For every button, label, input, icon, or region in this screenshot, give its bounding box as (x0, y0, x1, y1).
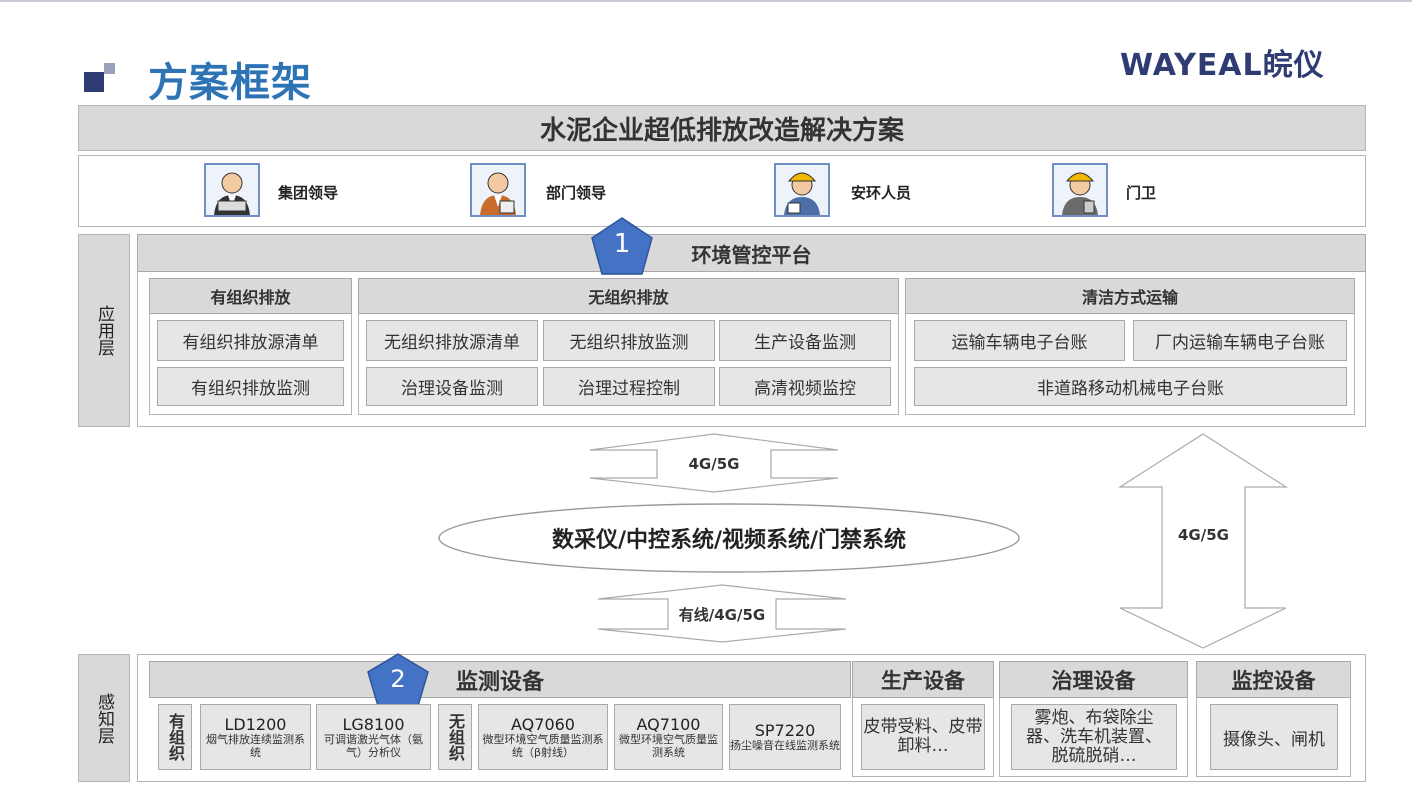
transport-item: 厂内运输车辆电子台账 (1133, 320, 1347, 361)
unorganized-header: 无组织排放 (358, 278, 899, 314)
organized-vertical-label: 有组织 (158, 704, 192, 770)
device-model: AQ7060 (511, 714, 575, 734)
step-badge-2-number: 2 (390, 665, 406, 693)
role-label-guard: 门卫 (1126, 184, 1157, 202)
device-sp7220: SP7220 扬尘噪音在线监测系统 (729, 704, 841, 770)
monitoring-header: 监测设备 (149, 661, 851, 698)
treatment-content: 雾炮、布袋除尘器、洗车机装置、脱硫脱硝… (1011, 704, 1177, 770)
device-model: SP7220 (754, 721, 816, 740)
unorganized-item: 治理过程控制 (543, 367, 715, 406)
device-model: LD1200 (224, 714, 287, 734)
side-arrow-label: 4G/5G (1178, 526, 1229, 544)
unorganized-item: 无组织排放监测 (543, 320, 715, 361)
production-header: 生产设备 (852, 661, 994, 698)
up-down-arrow-top (589, 433, 839, 493)
app-layer-label: 应用层 (78, 234, 130, 427)
top-arrow-label: 4G/5G (688, 455, 740, 473)
safety-worker-icon (774, 163, 830, 217)
unorganized-item: 治理设备监测 (366, 367, 538, 406)
monitoring-header-label: 监测设备 (455, 669, 544, 695)
transport-header: 清洁方式运输 (905, 278, 1355, 314)
ellipse-label: 数采仪/中控系统/视频系统/门禁系统 (551, 528, 907, 553)
transport-item: 运输车辆电子台账 (914, 320, 1125, 361)
organized-header: 有组织排放 (149, 278, 352, 314)
platform-header: 环境管控平台 (137, 234, 1366, 272)
sense-layer-label: 感知层 (78, 654, 130, 782)
page-title: 方案框架 (148, 60, 312, 106)
title-square-small-icon (104, 63, 115, 74)
unorganized-item: 生产设备监测 (719, 320, 891, 361)
company-logo: WAYEAL皖仪 (1120, 48, 1325, 83)
role-label-dept-leader: 部门领导 (546, 184, 607, 202)
role-label-group-leader: 集团领导 (278, 184, 339, 202)
roles-row (78, 155, 1366, 227)
vertical-double-arrow (1117, 433, 1289, 649)
top-border (0, 0, 1412, 2)
step-badge-1-number: 1 (613, 229, 631, 259)
role-label-safety-staff: 安环人员 (851, 184, 912, 202)
device-aq7100: AQ7100 微型环境空气质量监测系统 (614, 704, 723, 770)
device-desc: 微型环境空气质量监测系统（β射线） (482, 732, 604, 759)
transport-item: 非道路移动机械电子台账 (914, 367, 1347, 406)
device-aq7060: AQ7060 微型环境空气质量监测系统（β射线） (478, 704, 608, 770)
device-desc: 扬尘噪音在线监测系统 (730, 739, 840, 752)
organized-item: 有组织排放源清单 (157, 320, 344, 361)
device-desc: 可调谐激光气体（氨气）分析仪 (324, 732, 423, 759)
surveillance-content: 摄像头、闸机 (1210, 704, 1338, 770)
device-lg8100: LG8100 可调谐激光气体（氨气）分析仪 (316, 704, 431, 770)
step-badge-1 (590, 216, 654, 276)
device-ld1200: LD1200 烟气排放连续监测系统 (200, 704, 311, 770)
device-model: AQ7100 (636, 714, 701, 734)
treatment-header: 治理设备 (999, 661, 1188, 698)
manager-icon (470, 163, 526, 217)
surveillance-header: 监控设备 (1196, 661, 1351, 698)
device-desc: 烟气排放连续监测系统 (206, 732, 305, 759)
unorganized-item: 高清视频监控 (719, 367, 891, 406)
device-desc: 微型环境空气质量监测系统 (619, 732, 718, 759)
unorganized-item: 无组织排放源清单 (366, 320, 538, 361)
production-content: 皮带受料、皮带卸料… (861, 704, 985, 770)
guard-icon (1052, 163, 1108, 217)
leader-icon (204, 163, 260, 217)
bottom-arrow-label: 有线/4G/5G (678, 605, 766, 624)
organized-item: 有组织排放监测 (157, 367, 344, 406)
data-system-ellipse (438, 503, 1020, 573)
solution-banner: 水泥企业超低排放改造解决方案 (78, 105, 1366, 151)
title-square-icon (84, 72, 104, 92)
unorganized-vertical-label: 无组织 (438, 704, 472, 770)
device-model: LG8100 (342, 714, 405, 734)
up-down-arrow-bottom (597, 584, 847, 643)
